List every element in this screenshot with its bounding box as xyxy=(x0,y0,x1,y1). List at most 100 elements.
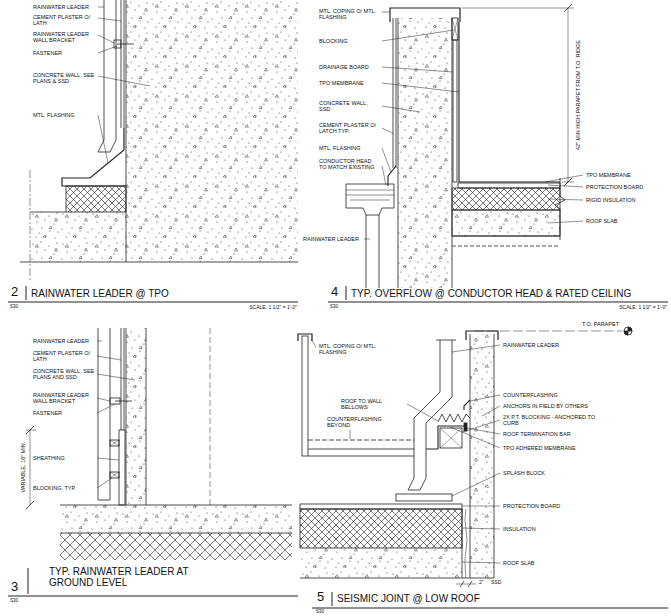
detail-5-drawing xyxy=(408,478,426,490)
detail-2-drawing xyxy=(20,262,298,263)
callout-label: BLOCKING, TYP. xyxy=(32,485,77,491)
callout-label: TPO ADHERED MEMBRANE xyxy=(502,445,577,451)
detail-5-drawing xyxy=(440,428,462,448)
detail-5-drawing xyxy=(465,509,467,578)
detail-4-drawing xyxy=(453,40,457,182)
callout-label: CONCRETE WALL, SEE PLANS & SSD. xyxy=(32,72,96,84)
callout-label: PROTECTION BOARD xyxy=(585,184,644,190)
callout-label: PROTECTION BOARD xyxy=(502,503,561,509)
leader-line xyxy=(97,341,135,488)
callout-label: MTL. FLASHING xyxy=(32,112,76,118)
detail-4-drawing xyxy=(346,184,394,215)
detail-3-drawing xyxy=(26,426,34,509)
callout-label: CEMENT PLASTER O/ LATCH TYP. xyxy=(318,122,380,134)
scale-note: SCALE: 1 1/2" = 1'-0" xyxy=(618,305,668,311)
detail-4-drawing xyxy=(398,18,452,290)
detail-4-drawing xyxy=(564,4,572,186)
detail-5-drawing xyxy=(300,548,462,578)
detail-5-drawing xyxy=(426,340,452,478)
leader-line xyxy=(98,18,121,21)
detail-5-drawing xyxy=(308,449,414,450)
detail-5-drawing xyxy=(396,494,452,501)
detail-4-drawing xyxy=(458,183,560,188)
detail-4-drawing xyxy=(346,190,394,200)
callout-label: CEMENT PLASTER O/ LATH xyxy=(32,14,96,26)
leader-line xyxy=(97,404,115,413)
leader-line xyxy=(467,428,500,434)
leader-line xyxy=(97,398,110,401)
detail-5-drawing xyxy=(298,334,312,341)
dimension-text: 42" MIN HIGH PARAPET FROM T.O. RIDGE xyxy=(575,39,581,151)
callout-label: MTL. COPING O/ MTL. FLASHING xyxy=(318,8,380,20)
leader-line xyxy=(97,356,121,360)
sheet-reference: S30 xyxy=(9,598,19,603)
detail-5-drawing xyxy=(300,509,462,548)
detail-4-drawing xyxy=(452,246,560,247)
leader-line xyxy=(470,395,500,401)
detail-2-drawing xyxy=(98,140,116,152)
detail-3-drawing xyxy=(115,401,132,402)
dimension-text: 2" xyxy=(478,580,485,586)
callout-label: SHEATHING xyxy=(32,455,66,461)
leader-line xyxy=(382,148,391,172)
title-rule xyxy=(8,302,298,303)
title-rule xyxy=(346,286,347,300)
callout-label: FASTENER xyxy=(32,50,63,56)
leader-line xyxy=(382,128,394,134)
detail-3-drawing xyxy=(60,533,292,560)
leader-line xyxy=(97,478,112,488)
detail-2-drawing xyxy=(30,170,31,282)
detail-5-drawing xyxy=(438,414,470,422)
detail-4-drawing xyxy=(390,8,460,22)
leader-line xyxy=(382,106,420,112)
detail-5-drawing xyxy=(308,440,414,441)
detail-4-drawing xyxy=(452,18,453,290)
detail-5-drawing xyxy=(436,340,456,341)
callout-label: RAINWATER LEADER xyxy=(502,342,560,348)
callout-label: FASTENER xyxy=(32,410,63,416)
leader-line xyxy=(382,67,453,72)
leader-line xyxy=(98,7,104,8)
detail-4-drawing xyxy=(346,4,574,292)
detail-4-drawing xyxy=(388,166,396,186)
leader-line xyxy=(97,458,119,460)
detail-2-drawing xyxy=(121,0,122,128)
leader-line xyxy=(462,420,500,432)
callout-label: RAINWATER LEADER xyxy=(302,236,360,242)
callout-label: ROOF TO WALL BELLOWS xyxy=(340,398,406,410)
callout-label: 2X P.T. BLOCKING - ANCHORED TO CURB xyxy=(502,414,612,426)
leader-line xyxy=(452,473,500,496)
detail-5-drawing xyxy=(624,331,628,335)
callout-label: TPO MEMBRANE xyxy=(318,80,365,86)
detail-4-drawing xyxy=(459,22,560,182)
detail-2-drawing xyxy=(20,0,298,282)
detail-2-drawing xyxy=(66,186,126,212)
detail-3-drawing xyxy=(26,430,36,431)
detail-3-drawing xyxy=(119,430,125,505)
detail-4-drawing xyxy=(396,18,397,168)
detail-2-drawing xyxy=(124,0,125,128)
title-rule xyxy=(328,286,668,302)
detail-number: 4 xyxy=(330,285,339,300)
callout-label: BLOCKING xyxy=(318,38,348,44)
detail-3-drawing xyxy=(60,533,292,534)
callout-label: INSULATION xyxy=(502,526,537,532)
callout-label: CONDUCTOR HEAD TO MATCH EXISTING xyxy=(318,158,380,170)
leader-line xyxy=(382,166,386,185)
callout-label: RAINWATER LEADER xyxy=(32,4,90,10)
detail-5-drawing xyxy=(470,334,494,578)
sheet-reference: S30 xyxy=(329,304,339,309)
detail-2-drawing xyxy=(116,0,117,140)
detail-5-drawing xyxy=(464,400,470,410)
leader-line xyxy=(548,185,583,187)
sheet-reference: S30 xyxy=(9,304,19,309)
leader-line xyxy=(548,221,583,223)
callout-label: TPO MEMBRANE xyxy=(585,172,632,178)
callout-label: MTL. FLASHING xyxy=(318,145,362,151)
detail-4-drawing xyxy=(379,215,380,292)
detail-4-drawing xyxy=(452,18,458,40)
detail-3-drawing xyxy=(60,505,292,533)
leader-line xyxy=(98,35,114,43)
